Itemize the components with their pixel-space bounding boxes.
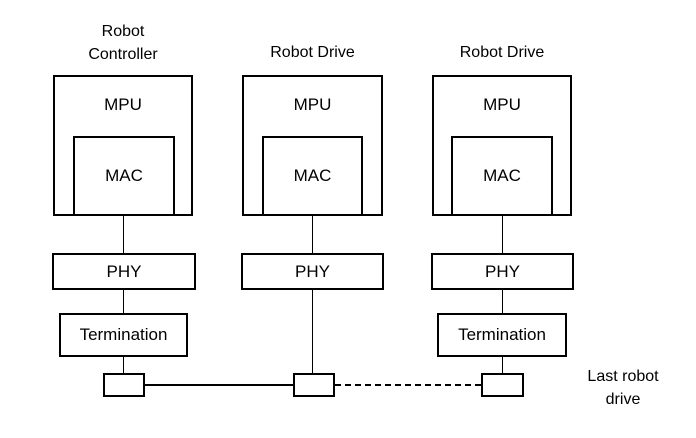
termination-box: Termination	[59, 313, 188, 357]
column-title-robot-controller: Robot Controller	[88, 23, 158, 63]
connector-line-mac-to-phy	[311, 216, 313, 253]
mac-box: MAC	[73, 136, 175, 216]
connector-line-mac-to-phy	[501, 216, 503, 253]
network-port-box	[481, 373, 524, 397]
connector-line-mac-to-phy	[122, 216, 124, 253]
mac-box: MAC	[451, 136, 553, 216]
connector-line-termination-to-port	[122, 357, 124, 373]
phy-box: PHY	[52, 253, 196, 290]
connector-line-phy-to-termination	[122, 290, 124, 313]
phy-box: PHY	[431, 253, 574, 290]
network-port-box	[103, 373, 145, 397]
mac-box: MAC	[262, 136, 363, 216]
bus-line-dashed	[335, 383, 481, 386]
network-port-box	[293, 373, 335, 397]
connector-line-phy-to-termination	[501, 290, 503, 313]
last-robot-drive-label: Last robot drive	[587, 368, 659, 408]
bus-line-solid	[145, 384, 293, 386]
column-title-robot-drive-2: Robot Drive	[459, 44, 545, 61]
mpu-label: MPU	[104, 95, 142, 114]
column-title-robot-drive-1: Robot Drive	[270, 44, 355, 61]
termination-box: Termination	[437, 313, 567, 357]
connector-line-termination-to-port	[501, 357, 503, 373]
mpu-label: MPU	[483, 95, 521, 114]
connector-line-phy-to-port	[311, 290, 313, 373]
phy-box: PHY	[241, 253, 384, 290]
mpu-label: MPU	[293, 95, 332, 114]
